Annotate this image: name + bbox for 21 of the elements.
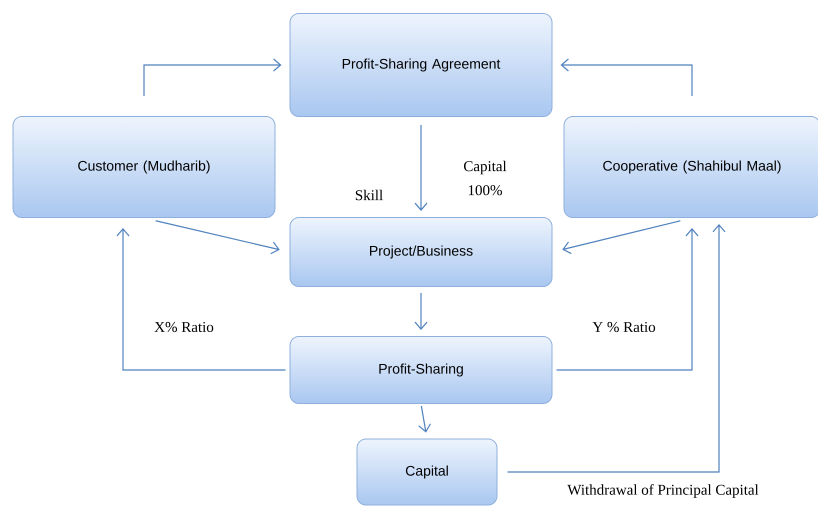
arrow <box>560 58 693 96</box>
arrow <box>508 224 726 473</box>
process-box: Profit-Sharing Agreement <box>290 13 552 117</box>
arrow <box>156 220 280 254</box>
flow-label: Capital 100% <box>464 160 506 196</box>
arrow <box>562 220 680 254</box>
process-box: Project/Business <box>290 217 552 287</box>
process-box: Profit-Sharing <box>290 336 552 404</box>
arrow <box>116 228 286 371</box>
flow-label: Skill <box>356 190 383 200</box>
edge-label: Y % Ratio <box>591 320 657 334</box>
process-box: Customer (Mudharib) <box>12 116 276 218</box>
arrow <box>143 58 282 96</box>
edge-label: Withdrawal of Principal Capital <box>566 483 760 499</box>
process-box: Capital <box>356 438 498 506</box>
arrow <box>418 406 432 433</box>
arrow <box>414 293 428 330</box>
process-box: Cooperative (Shahibul Maal) <box>564 116 818 218</box>
arrow <box>414 125 428 211</box>
arrow <box>556 228 698 371</box>
edge-label: X% Ratio <box>153 320 215 334</box>
